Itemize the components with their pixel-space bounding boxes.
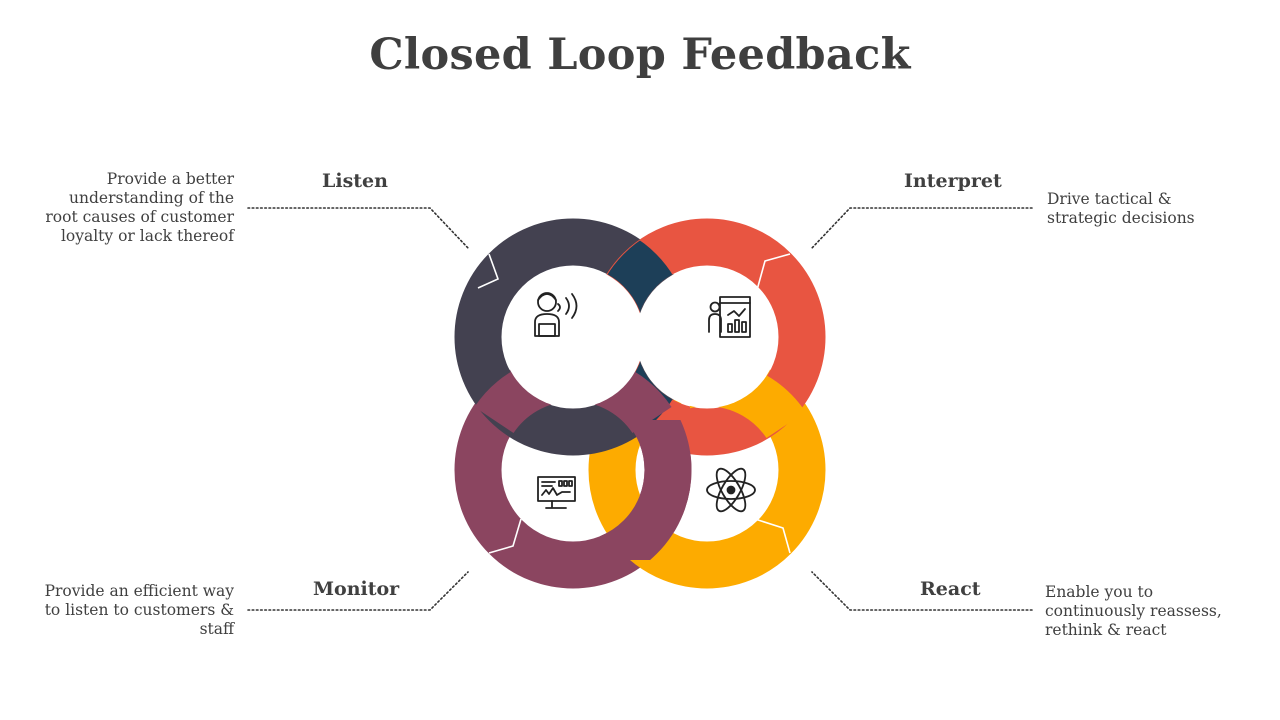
atom-icon [706, 467, 756, 513]
listen-description-line: understanding of the [69, 189, 234, 207]
listen-description-line: loyalty or lack thereof [60, 227, 234, 245]
interpret-description-line: Drive tactical & [1047, 190, 1172, 208]
listen-ring-seam [477, 253, 500, 289]
listen-label: Listen [322, 170, 388, 192]
react-label: React [920, 578, 981, 600]
data-presentation-icon [708, 296, 751, 338]
page-title: Closed Loop Feedback [369, 30, 911, 80]
react-description-line: rethink & react [1045, 621, 1167, 639]
monitor-leader-line [247, 571, 469, 611]
monitor-description-line: staff [199, 620, 234, 638]
monitor-dashboard-icon [537, 476, 576, 509]
customer-support-agent-icon [534, 292, 578, 337]
monitor-description-line: to listen to customers & [44, 601, 234, 619]
listen-description: Provide a better understanding of the ro… [45, 170, 234, 246]
monitor-ring-seam [488, 518, 522, 554]
monitor-description: Provide an efficient way to listen to cu… [45, 582, 234, 639]
interpret-ring-seam [756, 253, 791, 291]
monitor-ring-over-react [600, 420, 692, 560]
react-ring-seam [754, 518, 791, 554]
react-description: Enable you to continuously reassess, ret… [1045, 583, 1222, 640]
interpret-leader-line [811, 207, 1033, 249]
monitor-label: Monitor [313, 578, 400, 600]
react-leader-line [811, 571, 1033, 611]
interpret-description: Drive tactical & strategic decisions [1047, 190, 1195, 228]
interpret-description-line: strategic decisions [1047, 209, 1195, 227]
react-description-line: continuously reassess, [1045, 602, 1222, 620]
interpret-label: Interpret [904, 170, 1002, 192]
listen-leader-line [247, 207, 469, 249]
listen-description-line: root causes of customer [45, 208, 234, 226]
react-description-line: Enable you to [1045, 583, 1154, 601]
monitor-description-line: Provide an efficient way [44, 582, 234, 600]
listen-description-line: Provide a better [106, 170, 234, 188]
